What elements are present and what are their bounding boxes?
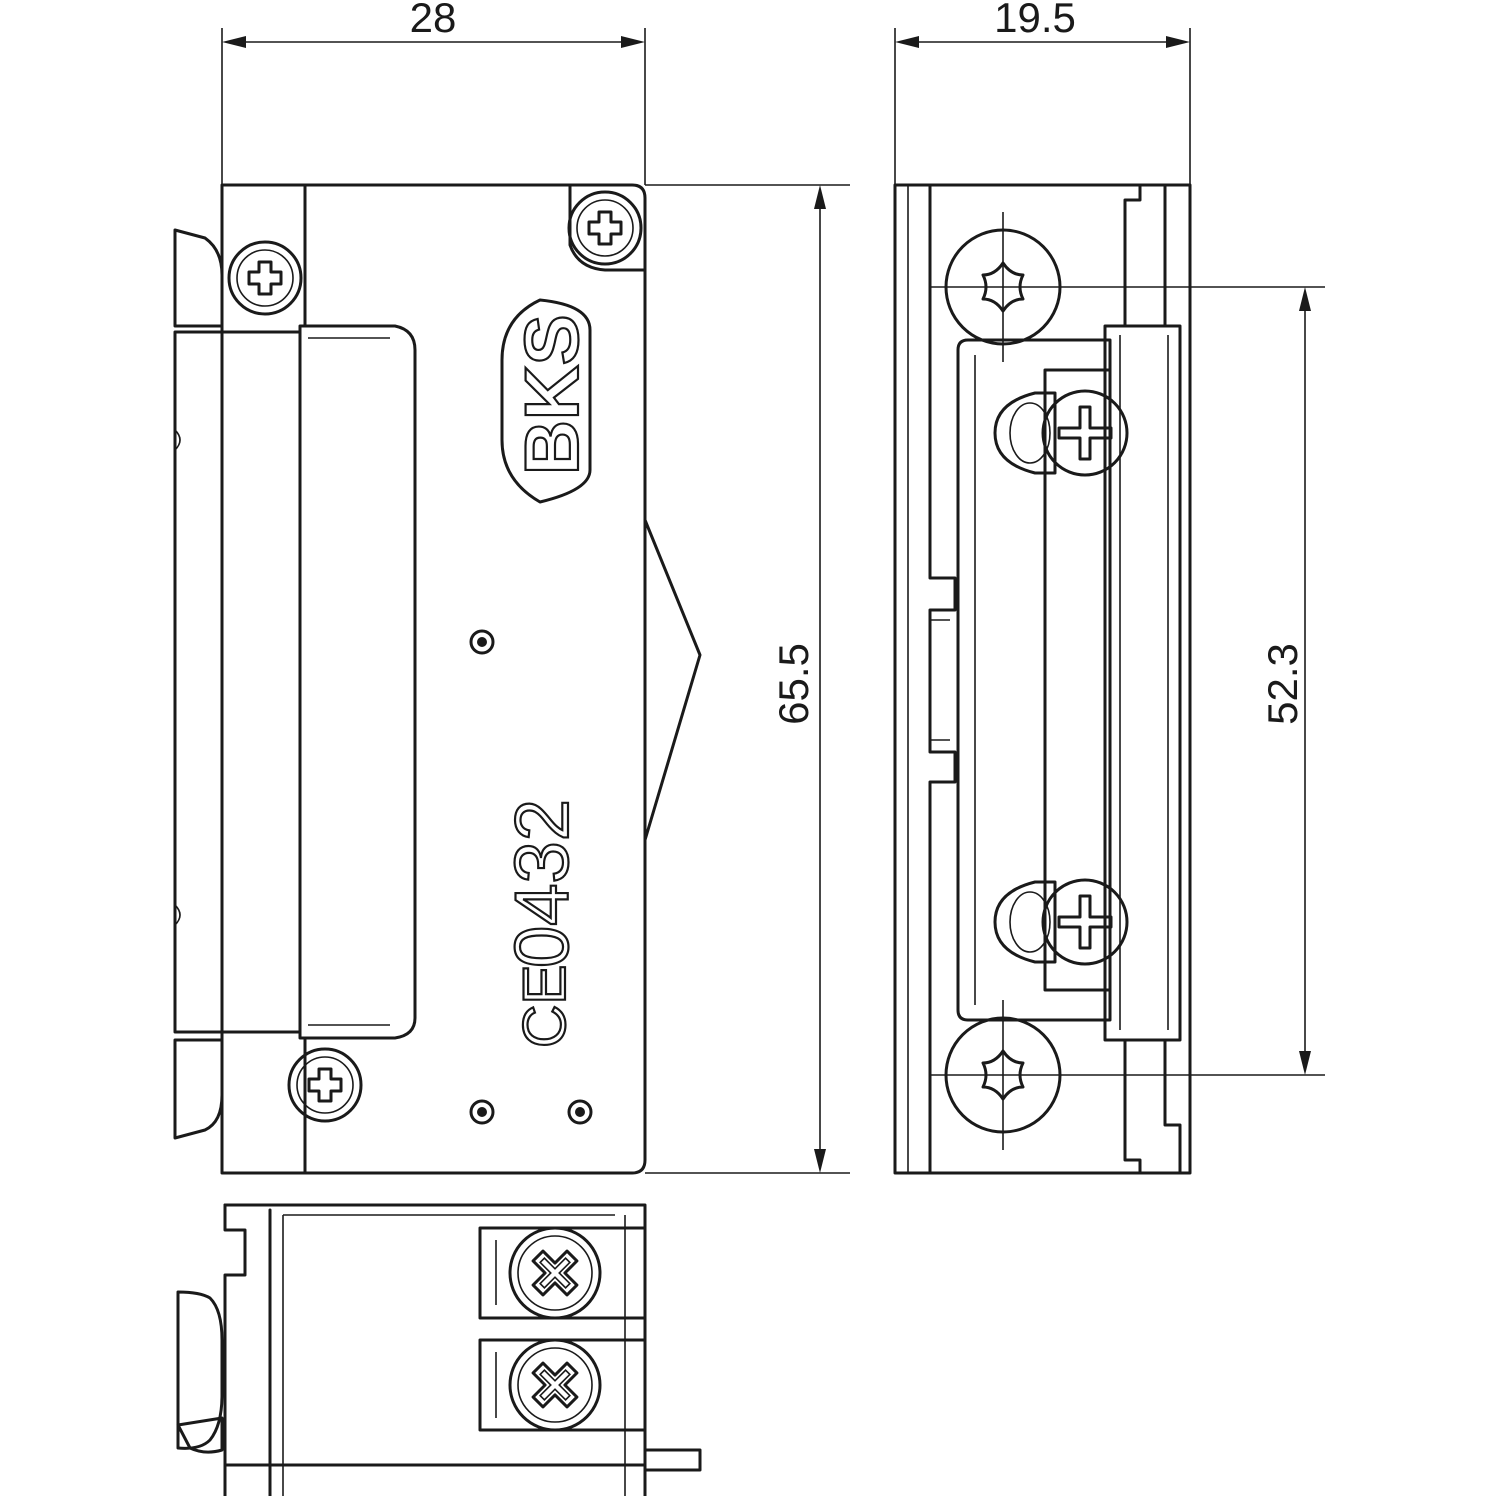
svg-text:CE: CE: [511, 965, 578, 1048]
dimension-label: 28: [410, 0, 457, 41]
phillips-screw-icon: [287, 1047, 363, 1123]
dimension-label: 65.5: [770, 643, 817, 725]
front-view: BKS CE 0432: [173, 183, 702, 1175]
rivet-hole: [469, 1099, 495, 1125]
svg-text:BKS: BKS: [510, 315, 595, 475]
rivet-hole: [567, 1099, 593, 1125]
phillips-screw-icon: [567, 190, 643, 266]
dimension-width-side: 19.5: [894, 0, 1191, 185]
dimension-label: 19.5: [994, 0, 1076, 41]
rivet-hole: [469, 629, 495, 655]
bottom-view: [176, 1203, 702, 1496]
terminal-screw-icon: [508, 1226, 602, 1320]
dimension-width-front: 28: [221, 0, 646, 185]
ce-marking: CE 0432: [499, 798, 586, 1049]
phillips-screw-icon: [227, 240, 303, 316]
dimension-height: 65.5: [645, 184, 850, 1174]
dimension-label: 52.3: [1259, 643, 1306, 725]
phillips-screw-icon: [993, 878, 1129, 966]
phillips-screw-icon: [993, 389, 1129, 477]
dimension-screw-spacing: 52.3: [930, 286, 1325, 1076]
terminal-screw-icon: [508, 1338, 602, 1432]
side-view: [893, 183, 1192, 1175]
bks-logo: BKS: [500, 298, 596, 504]
svg-text:0432: 0432: [500, 799, 585, 968]
